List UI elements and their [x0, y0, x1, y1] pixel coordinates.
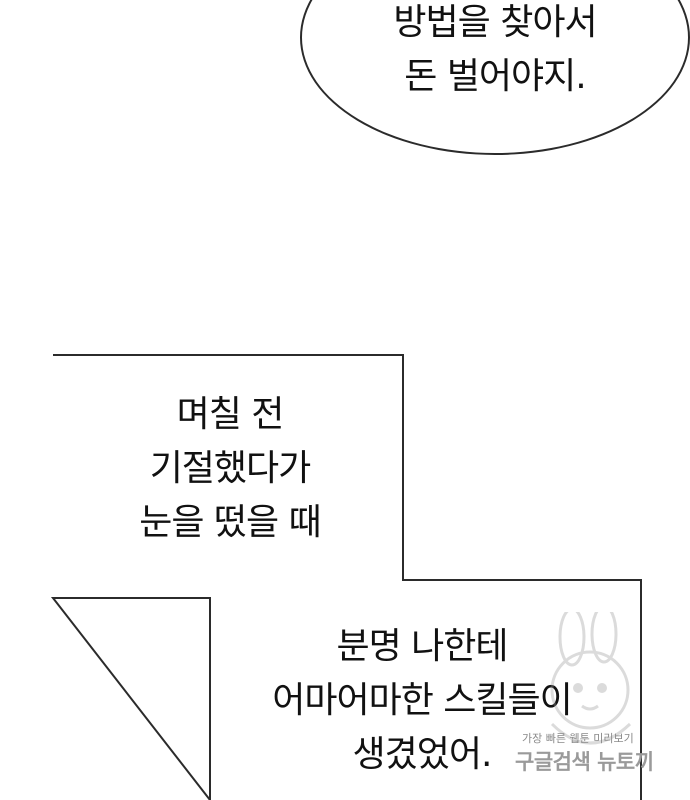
watermark-brand: 구글검색 뉴토끼: [515, 750, 654, 774]
caption-top-text: 며칠 전 기절했다가 눈을 떴을 때: [139, 394, 322, 543]
watermark-tagline: 가장 빠른 웹툰 미리보기: [522, 732, 634, 745]
bunny-character-icon: [550, 612, 632, 745]
caption-box-outline: [50, 354, 642, 800]
speech-bubble-text: 방법을 찾아서 돈 벌어야지.: [393, 2, 597, 97]
caption-bottom-text: 분명 나한테 어마어마한 스킬들이 생겼었어.: [272, 626, 573, 775]
